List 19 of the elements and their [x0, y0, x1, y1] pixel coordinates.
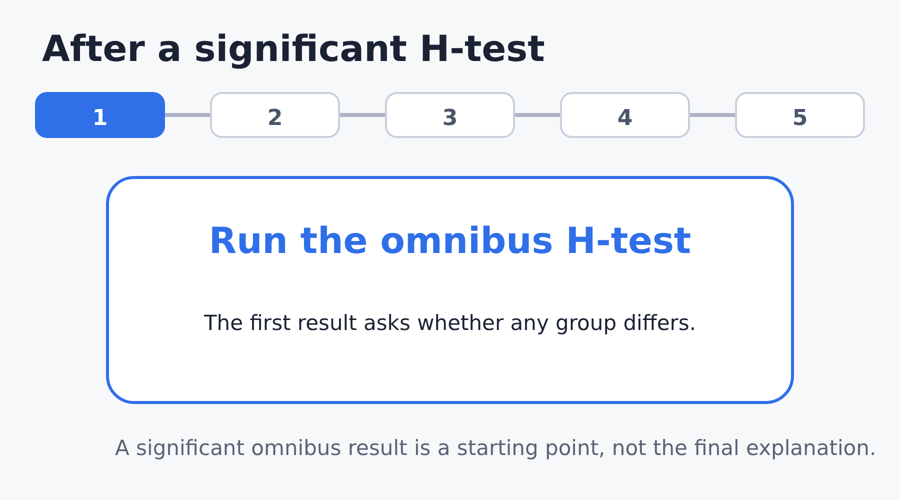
step-box — [735, 92, 865, 138]
step-box — [385, 92, 515, 138]
card-text: The first result asks whether any group differs. — [204, 310, 696, 336]
step-box — [560, 92, 690, 138]
step-number: 5 — [792, 108, 808, 130]
connector-line — [165, 113, 210, 117]
active-step-box — [35, 92, 165, 138]
connector-line — [515, 113, 560, 117]
step-card — [106, 176, 794, 404]
connector-line — [690, 113, 735, 117]
card-heading: Run the omnibus H-test — [208, 220, 692, 264]
connector-line — [340, 113, 385, 117]
step-number: 3 — [442, 108, 458, 130]
step-box — [210, 92, 340, 138]
diagram-title: After a significant H-test — [42, 28, 545, 72]
step-number: 2 — [267, 108, 283, 130]
step-number: 1 — [92, 108, 108, 130]
step-number: 4 — [617, 108, 633, 130]
caption: A significant omnibus result is a starting point, not the final explanation. — [115, 435, 876, 462]
